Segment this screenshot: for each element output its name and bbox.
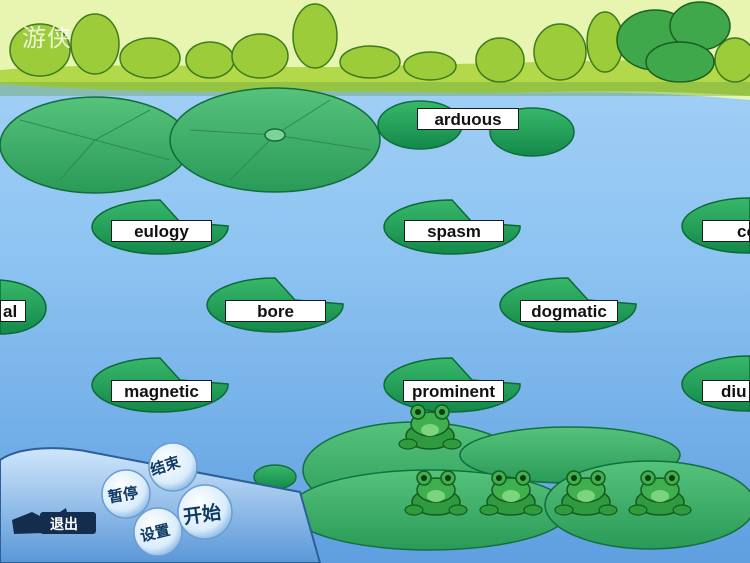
word-label-dogmatic[interactable]: dogmatic bbox=[520, 300, 618, 322]
watermark: 游侠 bbox=[22, 24, 72, 52]
frog-jumping[interactable] bbox=[398, 400, 462, 452]
word-label-co[interactable]: co bbox=[702, 220, 750, 242]
word-label-eulogy[interactable]: eulogy bbox=[111, 220, 212, 242]
frog[interactable] bbox=[404, 466, 468, 518]
word-label-magnetic[interactable]: magnetic bbox=[111, 380, 212, 402]
word-label-al[interactable]: al bbox=[0, 300, 26, 322]
word-label-bore[interactable]: bore bbox=[225, 300, 326, 322]
top-lily-pads bbox=[0, 87, 575, 194]
word-label-arduous[interactable]: arduous bbox=[417, 108, 519, 130]
word-label-diu[interactable]: diu bbox=[702, 380, 750, 402]
word-label-spasm[interactable]: spasm bbox=[404, 220, 504, 242]
frog[interactable] bbox=[628, 466, 692, 518]
start-button[interactable]: 开始 bbox=[181, 501, 223, 529]
control-panel bbox=[0, 442, 322, 563]
shore-trees bbox=[0, 0, 750, 100]
word-label-prominent[interactable]: prominent bbox=[403, 380, 504, 402]
exit-button[interactable]: 退出 bbox=[50, 517, 78, 533]
frog[interactable] bbox=[554, 466, 618, 518]
frog[interactable] bbox=[479, 466, 543, 518]
